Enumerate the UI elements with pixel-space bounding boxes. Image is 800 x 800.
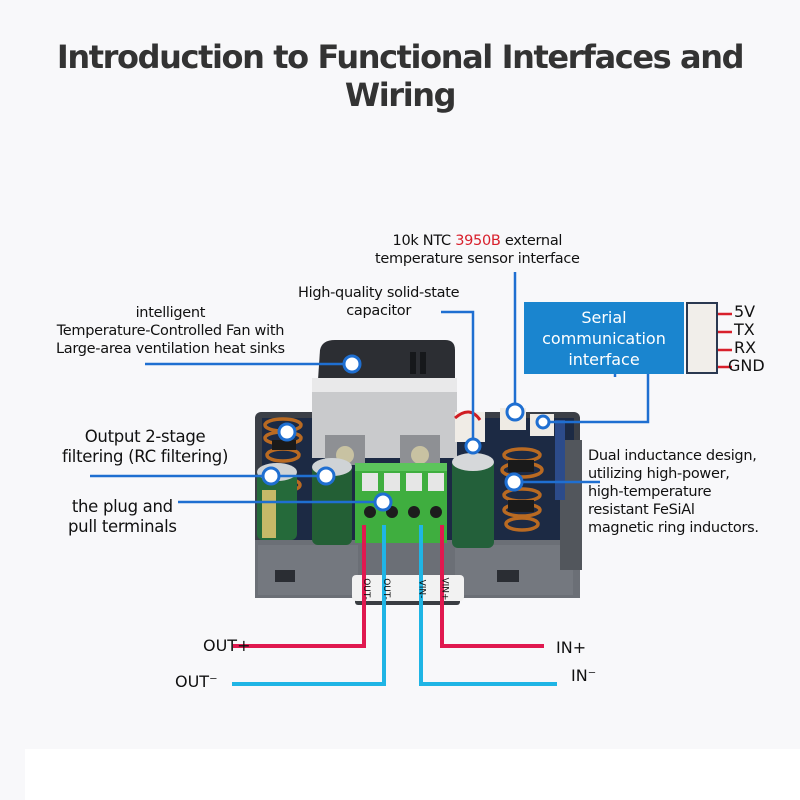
serial-pin-gnd: GND (728, 356, 765, 375)
serial-pin-5v: 5V (734, 302, 756, 321)
callout-terminals: the plug and pull terminals (68, 497, 177, 537)
terminals-text-line2: pull terminals (68, 517, 177, 536)
callout-output-filter: Output 2-stage filtering (RC filtering) (62, 427, 228, 467)
wire-label-in-plus: IN+ (556, 638, 587, 657)
filter-text-line1: Output 2-stage (84, 427, 206, 446)
inductor-text-line2: utilizing high-power, (588, 466, 730, 482)
fan-heatsink (312, 340, 457, 465)
capacitor-text-line1: High-quality solid-state (298, 285, 460, 301)
serial-pin-tx: TX (734, 320, 755, 339)
terminal-block (355, 463, 447, 543)
wire-label-out-plus: OUT+ (203, 636, 251, 655)
wire-label-out-minus: OUT⁻ (175, 672, 218, 691)
serial-interface-box: Serial communication interface (524, 302, 684, 374)
marker-terminals (373, 492, 393, 512)
wire-in-plus (440, 525, 544, 648)
marker-serial (535, 414, 551, 430)
callout-fan: intelligent Temperature-Controlled Fan w… (56, 304, 285, 358)
inductor-text-line3: high-temperature (588, 484, 712, 500)
marker-fan (342, 354, 362, 374)
marker-filter-cap2 (316, 466, 336, 486)
marker-filter-inductor (277, 422, 297, 442)
callout-capacitor: High-quality solid-state capacitor (298, 284, 460, 320)
serial-text-line1: Serial (581, 307, 627, 327)
filter-text-line2: filtering (RC filtering) (62, 447, 229, 466)
terminal-label: VIN+ (439, 577, 450, 601)
bottom-band (25, 749, 800, 800)
ntc-text-suffix: external (500, 233, 563, 249)
fan-text-line2: Temperature-Controlled Fan with (56, 323, 285, 339)
callout-markers (261, 354, 551, 512)
wire-label-in-minus: IN⁻ (571, 666, 597, 685)
marker-ntc (505, 402, 525, 422)
marker-filter-cap1 (261, 466, 281, 486)
callout-ntc-sensor: 10k NTC 3950B external temperature senso… (375, 232, 580, 268)
wire-out-minus (232, 525, 386, 686)
capacitor-text-line2: capacitor (346, 303, 411, 319)
ntc-text-line2: temperature sensor interface (375, 251, 580, 267)
serial-connector-icon (686, 302, 718, 374)
terminal-label: OUT- (360, 578, 371, 600)
serial-text-line2: communication (542, 328, 666, 348)
marker-capacitor (464, 437, 482, 455)
terminal-label: OUT- (380, 578, 391, 600)
serial-pin-rx: RX (734, 338, 757, 357)
callout-inductors: Dual inductance design, utilizing high-p… (588, 447, 759, 537)
callout-lines (90, 272, 650, 504)
inductor-text-line4: resistant FeSiAl (588, 502, 695, 518)
terminal-label: VIN- (416, 579, 427, 599)
fan-text-line3: Large-area ventilation heat sinks (56, 341, 285, 357)
page-title: Introduction to Functional Interfaces an… (56, 38, 745, 114)
wires (232, 525, 557, 686)
wire-out-plus (233, 525, 366, 648)
wire-in-minus (419, 525, 557, 686)
terminals-text-line1: the plug and (71, 497, 173, 516)
serial-text-line3: interface (568, 349, 640, 369)
ntc-model-highlight: 3950B (455, 233, 501, 249)
inductor-text-line5: magnetic ring inductors. (588, 520, 759, 536)
fan-text-line1: intelligent (135, 305, 206, 321)
marker-inductor (504, 472, 524, 492)
ntc-text-prefix: 10k NTC (392, 233, 456, 249)
inductor-text-line1: Dual inductance design, (588, 448, 757, 464)
